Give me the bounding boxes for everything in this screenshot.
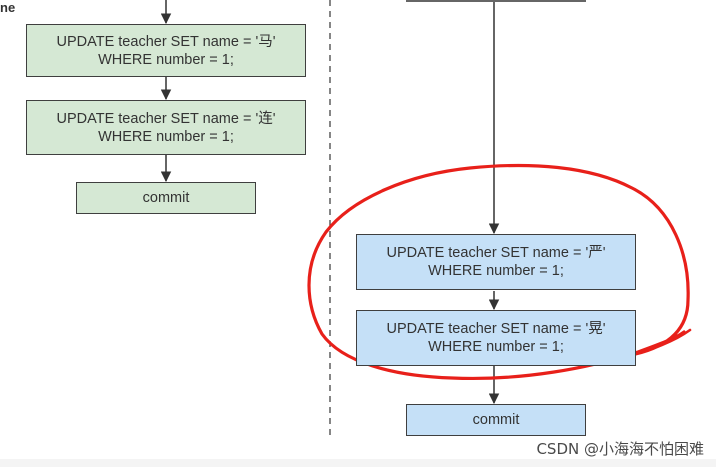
sql-line: WHERE number = 1; <box>98 51 234 68</box>
right-update-box-1: UPDATE teacher SET name = '严' WHERE numb… <box>356 234 636 290</box>
sql-line: WHERE number = 1; <box>428 339 564 355</box>
footer-band <box>0 459 716 467</box>
csdn-watermark: CSDN @小海海不怕困难 <box>536 440 704 458</box>
sql-line: UPDATE teacher SET name = '马' <box>56 33 276 50</box>
sql-line: UPDATE teacher SET name = '严' <box>386 245 606 261</box>
right-update-box-2: UPDATE teacher SET name = '晃' WHERE numb… <box>356 310 636 366</box>
right-commit-box: commit <box>406 404 586 436</box>
commit-label: commit <box>142 190 190 206</box>
sql-line: WHERE number = 1; <box>98 128 234 145</box>
sql-line: UPDATE teacher SET name = '晃' <box>386 321 606 337</box>
sql-line: UPDATE teacher SET name = '连' <box>56 110 276 127</box>
left-update-box-2: UPDATE teacher SET name = '连' WHERE numb… <box>26 100 306 155</box>
left-update-box-1: UPDATE teacher SET name = '马' WHERE numb… <box>26 24 306 77</box>
left-commit-box: commit <box>76 182 256 214</box>
red-circle-annotation <box>307 163 690 381</box>
commit-label: commit <box>472 412 520 428</box>
cropped-label-fragment: ne <box>0 0 16 15</box>
sql-line: WHERE number = 1; <box>428 263 564 279</box>
